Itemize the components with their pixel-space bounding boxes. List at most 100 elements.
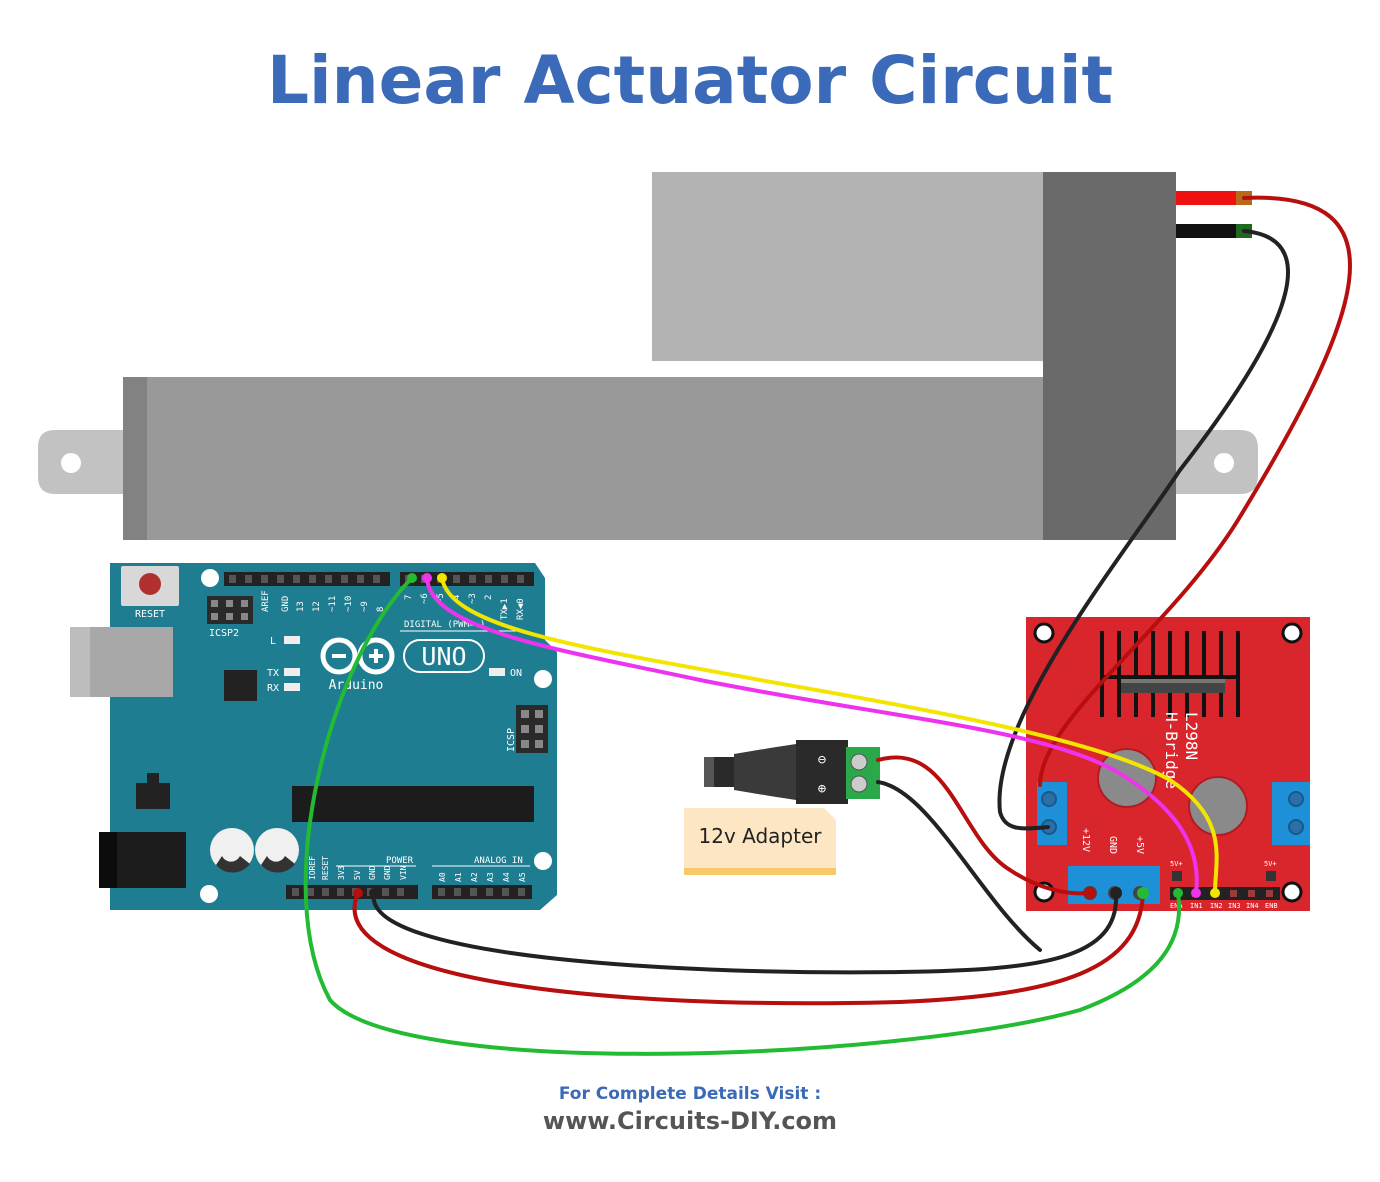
- actuator-tube: [147, 377, 1043, 540]
- pin-label-in2: IN2: [1210, 902, 1223, 910]
- control-pin-labels: ENA IN1 IN2 IN3 IN4 ENB: [1170, 902, 1278, 910]
- terminal-label-5v: +5V: [1134, 836, 1145, 854]
- capacitor-2: [255, 828, 299, 873]
- driver-hole-tl: [1033, 622, 1055, 644]
- endpoint-arduino-gnd: [369, 888, 379, 898]
- led-on: [489, 668, 505, 676]
- arduino-uno-board: RESET ICSP2 AREF GND 13: [70, 563, 557, 910]
- motor-b-screw-2: [1288, 819, 1304, 835]
- voltage-regulator-tab: [147, 773, 159, 783]
- actuator-right-mount-hole: [1214, 453, 1234, 473]
- endpoint-arduino-yellow: [437, 573, 447, 583]
- terminal-label-gnd: GND: [1107, 836, 1118, 854]
- led-l: [284, 636, 300, 644]
- led-rx: [284, 683, 300, 691]
- driver-hole-br: [1281, 881, 1303, 903]
- adapter-label-note: [684, 808, 836, 875]
- endpoint-arduino-magenta: [422, 573, 432, 583]
- heatsink: [1100, 631, 1240, 717]
- icsp-label: ICSP: [506, 728, 517, 752]
- pin-label-ena: ENA: [1170, 902, 1183, 910]
- pin-label-10: ~10: [344, 596, 354, 612]
- pin-label-13: 13: [296, 601, 306, 612]
- pin-label-9: ~9: [360, 601, 370, 612]
- wire-green-ena: [303, 576, 1182, 1056]
- driver-capacitor-2: [1188, 776, 1248, 836]
- icsp-pins: [521, 710, 543, 748]
- driver-name-label: H-Bridge: [1162, 712, 1181, 789]
- usb-controller-chip: [224, 670, 257, 701]
- pin-label-enb: ENB: [1265, 902, 1278, 910]
- wire-yellow-in2: [440, 576, 1219, 895]
- pin-label-1: TX▶1: [500, 598, 510, 620]
- logo-minus-sign: [332, 654, 346, 658]
- jumper-label-right: 5V+: [1264, 860, 1277, 868]
- wire-adapter-red: [876, 755, 1091, 896]
- pin-label-a0: A0: [438, 872, 447, 882]
- digital-header-right: [400, 572, 534, 586]
- actuator-left-mount: [38, 430, 125, 494]
- actuator-gearbox: [1043, 172, 1176, 540]
- led-l-label: L: [270, 636, 276, 647]
- icsp-header: [516, 705, 548, 753]
- adapter-plug-shine: [704, 757, 714, 787]
- capacitor-1: [210, 828, 254, 873]
- pin-label-5: ~5: [436, 593, 446, 604]
- l298n-driver-board: L298N H-Bridge +12V GND +5V 5V+ 5V+: [1026, 617, 1310, 911]
- digital-label: DIGITAL (PWM=~): [404, 620, 485, 630]
- mount-hole-bottom-right: [534, 852, 552, 870]
- endpoint-arduino-5v: [353, 888, 363, 898]
- analog-pin-labels: A0 A1 A2 A3 A4 A5: [438, 872, 527, 882]
- endpoint-black-gnd: [1110, 887, 1122, 899]
- terminal-label-12v: +12V: [1080, 828, 1091, 852]
- adapter-screw-2: [850, 775, 868, 793]
- pin-label-2: 2: [484, 595, 494, 600]
- pin-label-a3: A3: [486, 872, 495, 882]
- pin-label-gnd-2: GND: [383, 865, 392, 880]
- pin-label-in3: IN3: [1228, 902, 1241, 910]
- page-title: Linear Actuator Circuit: [266, 42, 1114, 119]
- wire-magenta-in1: [425, 576, 1199, 895]
- jumper-enb: [1266, 871, 1276, 881]
- motor-b-screw-1: [1288, 791, 1304, 807]
- reset-button-cap[interactable]: [139, 573, 161, 595]
- endpoint-red-5v: [1137, 887, 1149, 899]
- power-pin-labels: IOREF RESET 3V3 5V GND GND VIN: [308, 856, 408, 880]
- wire-arduino-gnd: [371, 891, 1119, 975]
- l298n-chip-tab: [1121, 679, 1225, 683]
- motor-a-screw-1: [1041, 791, 1057, 807]
- endpoint-magenta-in1: [1191, 888, 1201, 898]
- digital-pin-labels: AREF GND 13 12 ~11 ~10 ~9 8 7 ~6 ~5 4 ~3…: [261, 590, 526, 620]
- pin-label-a1: A1: [454, 872, 463, 882]
- led-tx: [284, 668, 300, 676]
- actuator-rod-cap: [123, 377, 147, 540]
- pin-label-gnd: GND: [281, 596, 291, 612]
- driver-hole-tr: [1281, 622, 1303, 644]
- endpoint-arduino-green: [407, 573, 417, 583]
- mount-hole-bottom-left: [200, 885, 218, 903]
- icsp2-label: ICSP2: [209, 628, 239, 639]
- adapter-label: 12v Adapter: [699, 824, 823, 848]
- motor-a-terminal: [1037, 782, 1067, 845]
- logo-minus-ring: [320, 637, 358, 675]
- footer-website-link[interactable]: www.Circuits-DIY.com: [542, 1107, 838, 1135]
- pin-label-ioref: IOREF: [308, 856, 317, 880]
- endpoint-yellow-in2: [1210, 888, 1220, 898]
- driver-chip-label: L298N: [1182, 712, 1201, 760]
- jumper-label-left: 5V+: [1170, 860, 1183, 868]
- usb-b-port-shade: [70, 627, 90, 697]
- adapter-screw-1: [850, 753, 868, 771]
- reset-label: RESET: [135, 609, 165, 620]
- pin-label-a4: A4: [502, 872, 511, 882]
- dc-barrel-jack-front: [99, 832, 117, 888]
- pin-label-6: ~6: [420, 593, 430, 604]
- pin-label-gnd-1: GND: [368, 865, 377, 880]
- dc-adapter: ⊖ ⊕ 12v Adapter: [684, 740, 880, 875]
- mount-hole-top-left: [201, 569, 219, 587]
- pin-label-a2: A2: [470, 872, 479, 882]
- uno-label: UNO: [421, 642, 466, 671]
- analog-header-holes: [438, 888, 525, 896]
- wire-adapter-black: [876, 780, 1042, 952]
